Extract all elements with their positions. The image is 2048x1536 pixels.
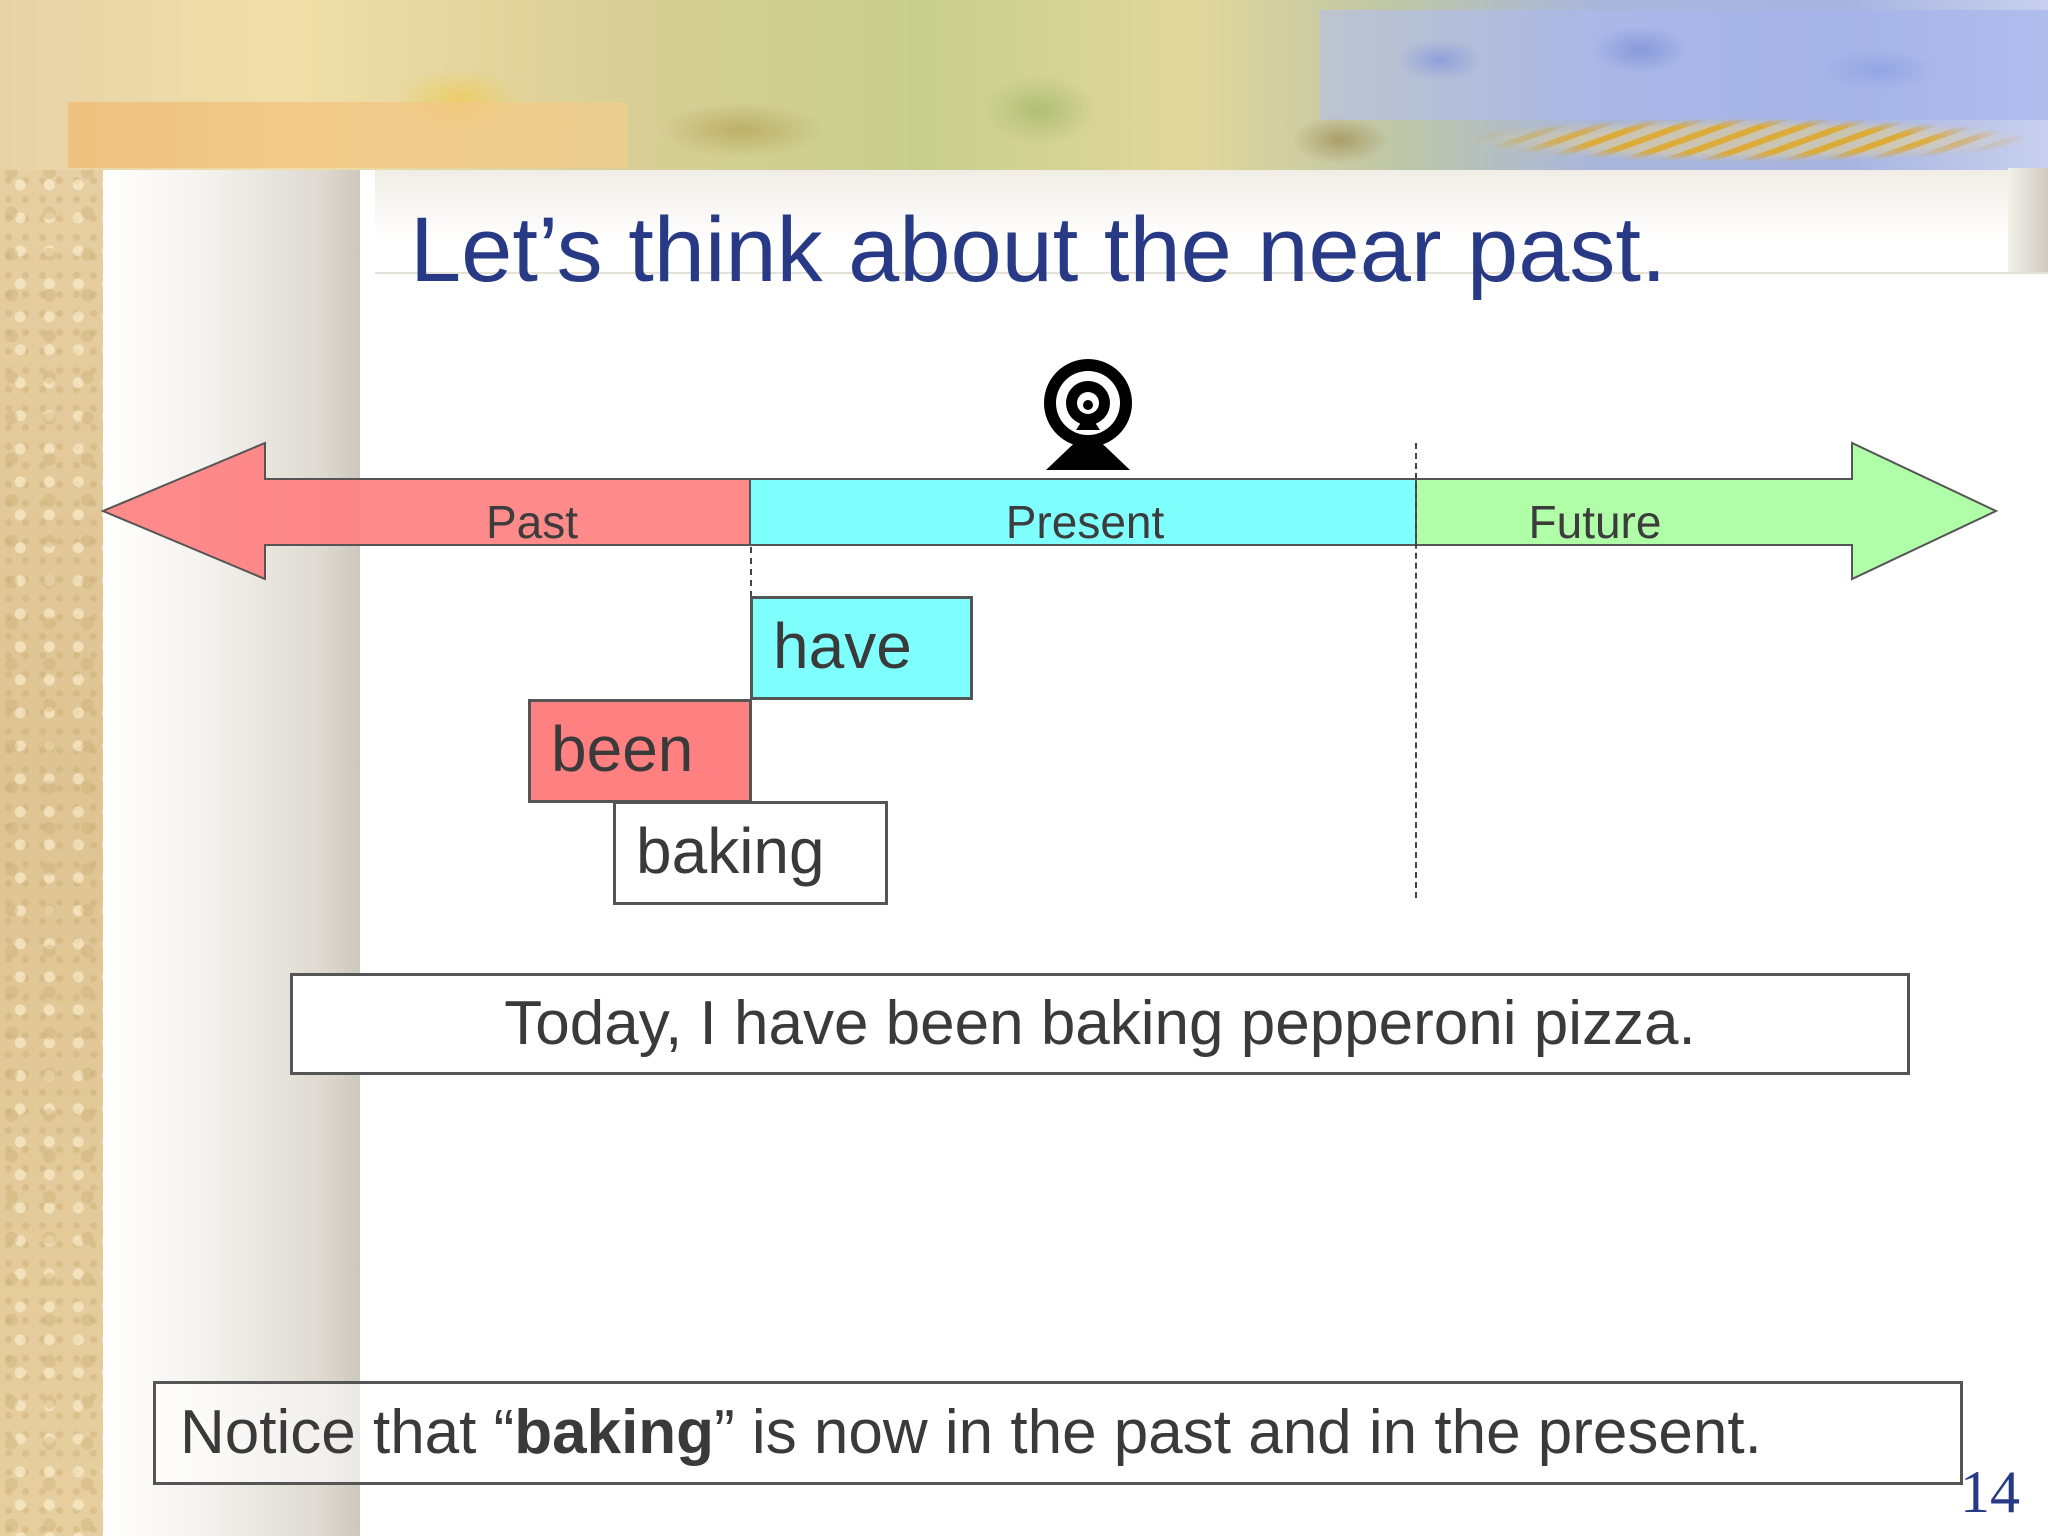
timeline-label-future: Future: [1528, 496, 1662, 548]
example-sentence: Today, I have been baking pepperoni pizz…: [290, 973, 1910, 1075]
title-panel-edge: [2008, 168, 2048, 272]
timeline-label-present: Present: [1005, 496, 1165, 548]
notice-suffix: ” is now in the past and in the present.: [714, 1398, 1762, 1467]
verb-part-baking: baking: [613, 801, 888, 905]
sand-texture-border: [0, 0, 103, 1536]
page-title: Let’s think about the near past.: [410, 199, 1667, 301]
side-pillar: [103, 170, 360, 1536]
slide-number: 14: [1960, 1459, 2020, 1525]
title-panel: [375, 170, 2048, 274]
wheat-decoration: [1470, 110, 2030, 170]
present-future-divider: [1415, 443, 1417, 898]
verb-part-have: have: [750, 596, 973, 700]
notice-box: Notice that “baking” is now in the past …: [153, 1381, 1963, 1485]
future-arrow: [1415, 441, 1999, 581]
notice-bold-word: baking: [514, 1398, 715, 1467]
orange-accent-bar: [68, 102, 628, 168]
verb-part-been: been: [528, 699, 752, 803]
past-present-divider: [750, 547, 752, 597]
past-arrow: [100, 441, 751, 581]
person-under-target-icon: [1044, 359, 1132, 470]
notice-prefix: Notice that “: [180, 1398, 515, 1467]
blue-flower-decoration: [1320, 10, 2048, 120]
present-band: [749, 478, 1417, 546]
timeline-label-past: Past: [485, 496, 579, 548]
